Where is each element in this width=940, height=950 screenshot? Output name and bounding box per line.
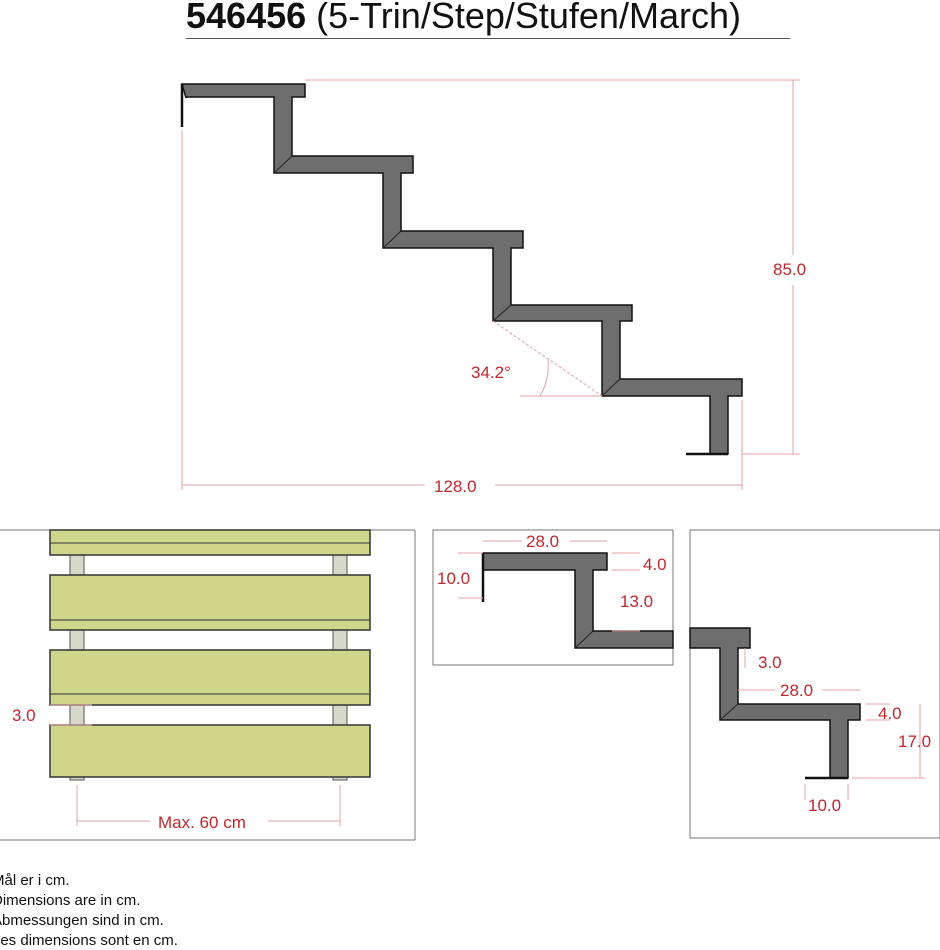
page-title: 546456 (5-Trin/Step/Stufen/March) [186, 0, 790, 39]
product-description: (5-Trin/Step/Stufen/March) [316, 0, 741, 36]
top-view-dimension-lines [50, 704, 341, 826]
detail-bottom-tread-thickness: 4.0 [878, 704, 902, 723]
angle-dimension: 34.2° [471, 363, 511, 382]
detail-bottom-step: 3.0 28.0 4.0 17.0 10.0 [689, 529, 940, 839]
width-dimension: 128.0 [434, 477, 477, 496]
detail-bottom-dimension-lines [738, 648, 925, 800]
note-french: Les dimensions sont en cm. [0, 932, 178, 949]
wood-treads [49, 529, 371, 778]
detail-top-step: 28.0 10.0 4.0 13.0 [432, 529, 674, 666]
tread-edge-lines [50, 542, 370, 695]
detail-bottom-frame [689, 529, 940, 839]
main-dimension-lines [181, 79, 800, 490]
max-span-dimension: Max. 60 cm [158, 813, 246, 832]
tread-gap-dimension: 3.0 [12, 706, 36, 725]
note-english: Dimensions are in cm. [0, 892, 141, 909]
detail-top-tread-depth: 28.0 [526, 532, 559, 551]
detail-bottom-profile [689, 627, 861, 779]
detail-top-profile [482, 552, 674, 649]
detail-bottom-tread-depth: 28.0 [780, 681, 813, 700]
stair-stringer [181, 83, 743, 455]
top-view-panel: 3.0 Max. 60 cm [0, 529, 416, 841]
detail-top-tread-thickness: 4.0 [643, 555, 667, 574]
step-inner-lines [273, 155, 621, 397]
note-danish: Mål er i cm. [0, 872, 70, 889]
main-stair-view: 85.0 128.0 34.2° [180, 79, 806, 496]
note-german: Abmessungen sind in cm. [0, 912, 164, 929]
detail-bottom-foot: 10.0 [808, 796, 841, 815]
detail-top-edge-height: 10.0 [437, 569, 470, 588]
product-code: 546456 [186, 0, 307, 36]
detail-top-rise: 13.0 [620, 592, 653, 611]
detail-top-frame [432, 529, 674, 666]
height-dimension: 85.0 [773, 260, 806, 279]
detail-bottom-gap: 3.0 [758, 653, 782, 672]
detail-top-dimension-lines [458, 540, 640, 632]
detail-bottom-rise: 17.0 [898, 732, 931, 751]
